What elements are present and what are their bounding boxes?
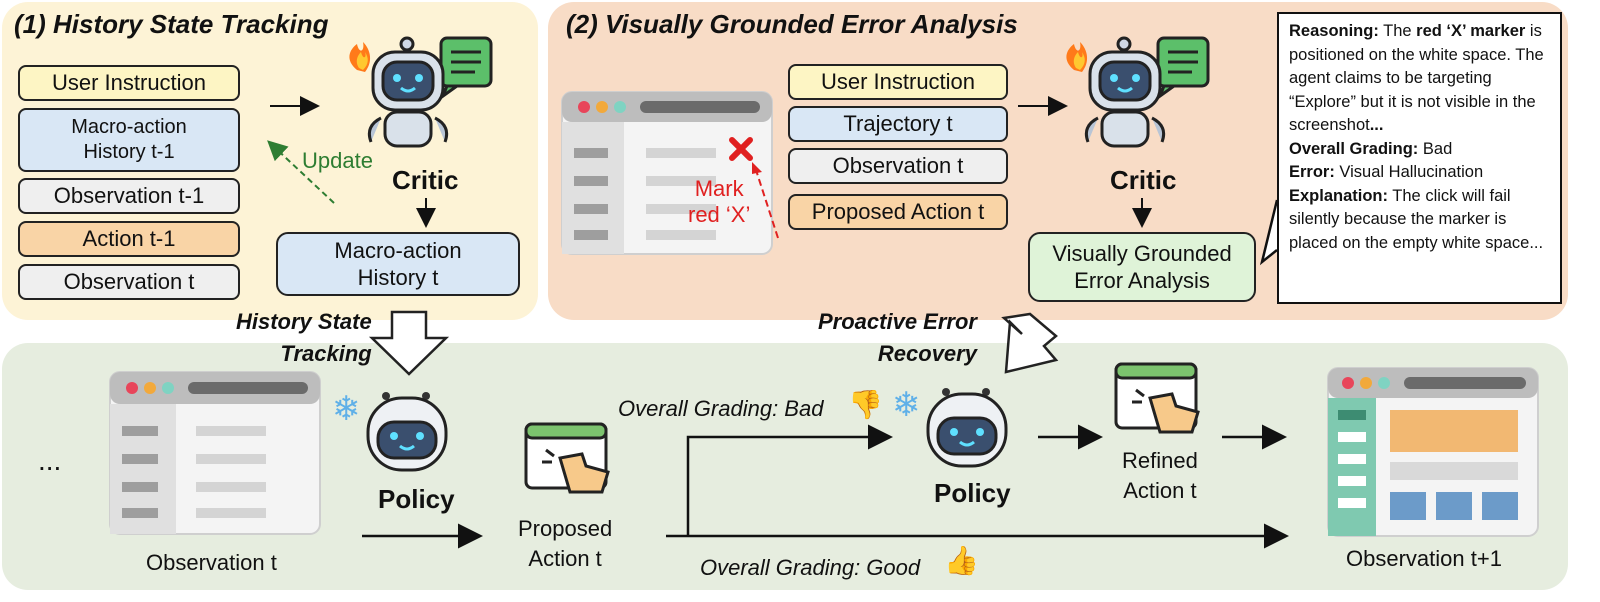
reasoning-ellipsis: ... xyxy=(1369,116,1384,134)
p2-trajectory-box: Trajectory t xyxy=(788,106,1008,142)
critic-label-2: Critic xyxy=(1110,165,1177,195)
thumbs-up-icon: 👍 xyxy=(944,545,979,576)
panel2-title: (2) Visually Grounded Error Analysis xyxy=(566,9,1018,39)
proposed-action-line1: Proposed xyxy=(518,516,613,541)
grading-key: Overall Grading: xyxy=(1289,139,1419,158)
observation-t-label: Observation t xyxy=(146,550,277,575)
reasoning-callout: Reasoning: The red ‘X’ marker is positio… xyxy=(1277,12,1562,304)
action-prev-box: Action t-1 xyxy=(18,221,240,257)
proposed-action-label: Proposed Action t xyxy=(518,514,612,574)
explanation-value: The click will fail silently because the… xyxy=(1289,186,1544,252)
proactive-line1: Proactive Error xyxy=(818,309,977,334)
mark-red-x-label: Mark red ‘X’ xyxy=(688,176,750,228)
error-key: Error: xyxy=(1289,163,1335,181)
panel1-title: (1) History State Tracking xyxy=(14,9,329,39)
p2-proposed-action-box: Proposed Action t xyxy=(788,194,1008,230)
refined-line1: Refined xyxy=(1122,448,1198,473)
update-label: Update xyxy=(302,148,373,173)
history-tracking-line1: History State xyxy=(236,309,372,334)
analysis-line2: Error Analysis xyxy=(1074,268,1210,293)
mark-label-line2: red ‘X’ xyxy=(688,202,751,227)
panel1-arrows xyxy=(267,96,436,228)
proposed-action-line2: Action t xyxy=(528,546,602,571)
observation-t-box: Observation t xyxy=(18,264,240,300)
macro-history-prev-box: Macro-action History t-1 xyxy=(18,108,240,172)
macro-history-out-box: Macro-action History t xyxy=(276,232,520,296)
reasoning-bold: red ‘X’ marker xyxy=(1416,22,1526,40)
ellipsis: ... xyxy=(38,445,62,476)
policy-label-2: Policy xyxy=(934,478,1011,508)
macro-history-out-line1: Macro-action xyxy=(334,237,462,263)
proactive-line2: Recovery xyxy=(877,341,977,366)
reasoning-text-b: is positioned on the white space. The ag… xyxy=(1289,22,1544,134)
analysis-line1: Visually Grounded xyxy=(1052,240,1232,266)
macro-history-prev-line2: History t-1 xyxy=(83,141,175,163)
observation-prev-box: Observation t-1 xyxy=(18,178,240,214)
thumbs-down-icon: 👎 xyxy=(848,389,883,420)
grading-bad-label: Overall Grading: Bad xyxy=(618,396,824,421)
svg-text:❄: ❄ xyxy=(332,390,361,428)
browser-window-icon-mark xyxy=(561,91,779,255)
grading-value: Bad xyxy=(1418,139,1453,158)
user-instruction-box: User Instruction xyxy=(18,65,240,101)
refined-action-label: Refined Action t xyxy=(1122,446,1198,506)
explanation-key: Explanation: xyxy=(1289,186,1389,205)
refined-action-click-icon xyxy=(1114,362,1200,434)
error-analysis-box: Visually Grounded Error Analysis xyxy=(1028,232,1256,302)
refined-line2: Action t xyxy=(1123,478,1197,503)
svg-text:❄: ❄ xyxy=(892,386,921,424)
p2-observation-box: Observation t xyxy=(788,148,1008,184)
observation-next-window-icon xyxy=(1327,367,1539,537)
macro-history-out-line2: History t xyxy=(357,265,439,290)
proposed-action-click-icon xyxy=(524,422,610,494)
proactive-recovery-label: Proactive Error Recovery xyxy=(818,306,977,370)
error-value: Visual Hallucination xyxy=(1334,163,1484,181)
policy-robot-icon-2: ❄ xyxy=(892,386,1008,468)
reasoning-text-a: The xyxy=(1378,22,1417,40)
history-tracking-label: History State Tracking xyxy=(236,306,372,370)
mark-label-line1: Mark xyxy=(694,176,744,201)
critic-robot-icon-1 xyxy=(349,36,493,148)
history-tracking-line2: Tracking xyxy=(280,341,372,366)
grading-good-label: Overall Grading: Good xyxy=(700,555,921,580)
observation-next-label: Observation t+1 xyxy=(1346,546,1502,571)
p2-user-instruction-box: User Instruction xyxy=(788,64,1008,100)
critic-robot-icon-2 xyxy=(1066,36,1210,148)
policy-label-1: Policy xyxy=(378,484,455,514)
observation-window-icon xyxy=(109,371,321,535)
critic-label-1: Critic xyxy=(392,165,459,195)
macro-history-prev-line1: Macro-action xyxy=(71,116,187,138)
reasoning-key: Reasoning: xyxy=(1289,22,1379,40)
policy-robot-icon-1: ❄ xyxy=(332,390,448,472)
